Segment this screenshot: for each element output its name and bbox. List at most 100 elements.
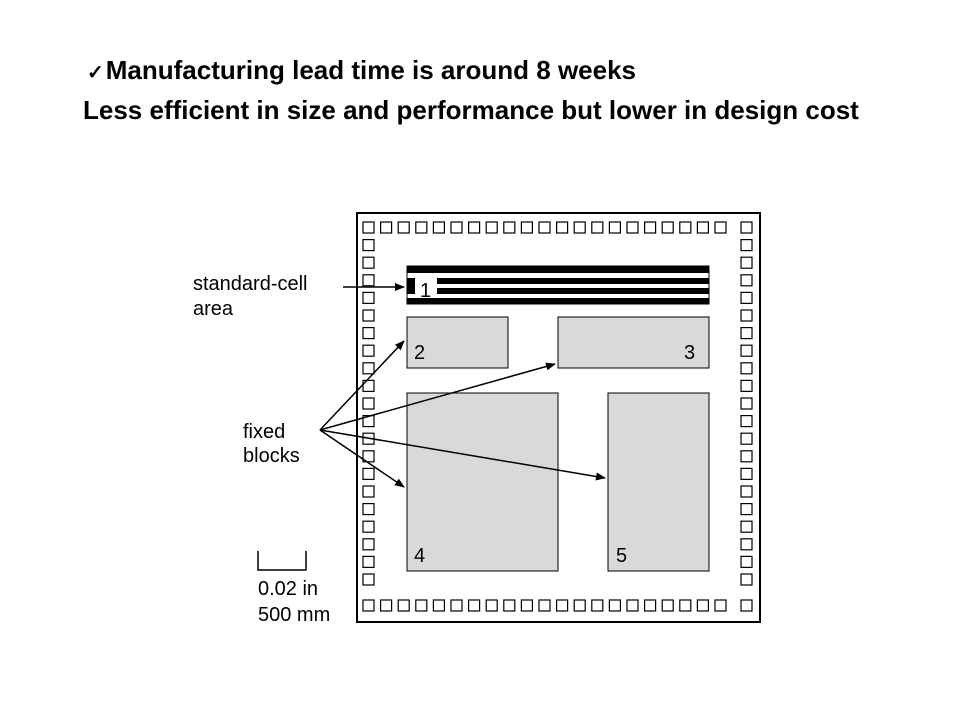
io-pad-left bbox=[362, 327, 375, 340]
io-pad-left bbox=[362, 379, 375, 392]
io-pad-bottom bbox=[503, 599, 516, 612]
io-pad-right bbox=[740, 467, 753, 480]
check-icon: ✓ bbox=[87, 62, 104, 84]
arrow-to-block-2 bbox=[319, 340, 405, 431]
io-pad-right bbox=[740, 520, 753, 533]
io-pad-right bbox=[740, 239, 753, 252]
io-pad-left bbox=[362, 538, 375, 551]
io-pad-left bbox=[362, 573, 375, 586]
fixed-block-4: 4 bbox=[406, 392, 559, 572]
bullet-line-1: ✓Manufacturing lead time is around 8 wee… bbox=[83, 52, 943, 92]
io-pads bbox=[362, 221, 753, 612]
io-pad-right bbox=[740, 397, 753, 410]
io-pad-bottom bbox=[450, 599, 463, 612]
io-pad-right bbox=[740, 291, 753, 304]
io-pad-right bbox=[740, 432, 753, 445]
bullet-line-2: Less efficient in size and performance b… bbox=[83, 95, 859, 125]
io-pad-bottom bbox=[679, 599, 692, 612]
io-pad-bottom bbox=[555, 599, 569, 612]
io-pad-right bbox=[740, 485, 753, 498]
io-pad-right bbox=[740, 573, 753, 586]
io-pad-top bbox=[661, 221, 674, 234]
io-pad-left bbox=[362, 309, 375, 322]
io-pad-left bbox=[362, 450, 375, 463]
io-pad-bottom bbox=[643, 599, 657, 612]
block-label-1: 1 bbox=[420, 280, 431, 302]
io-pad-bottom bbox=[485, 599, 498, 612]
io-pad-corner bbox=[740, 221, 753, 234]
block-label-4: 4 bbox=[414, 545, 425, 567]
io-pad-right bbox=[740, 555, 753, 569]
io-pad-left bbox=[362, 467, 375, 480]
io-pad-left bbox=[362, 239, 375, 252]
io-pad-left bbox=[362, 344, 375, 357]
io-pad-right bbox=[740, 450, 753, 463]
io-pad-left bbox=[362, 291, 375, 304]
io-pad-right bbox=[740, 538, 753, 551]
io-pad-top bbox=[696, 221, 710, 234]
io-pad-top bbox=[468, 221, 481, 234]
io-pad-bottom bbox=[397, 599, 410, 612]
io-pad-top bbox=[432, 221, 445, 234]
fixed-block-5: 5 bbox=[607, 392, 710, 572]
io-pad-bottom bbox=[661, 599, 674, 612]
io-pad-left bbox=[362, 397, 375, 410]
io-pad-corner bbox=[362, 599, 375, 612]
io-pad-top bbox=[608, 221, 622, 234]
io-pad-right bbox=[740, 362, 753, 375]
io-pad-right bbox=[740, 503, 753, 516]
io-pad-top bbox=[591, 221, 604, 234]
fixed-block-3: 3 bbox=[557, 316, 710, 369]
io-pad-left bbox=[362, 555, 375, 569]
io-pad-top bbox=[380, 221, 393, 234]
io-pad-bottom bbox=[380, 599, 393, 612]
io-pad-top bbox=[679, 221, 692, 234]
io-pad-right bbox=[740, 344, 753, 357]
io-pad-bottom bbox=[468, 599, 481, 612]
io-pad-bottom bbox=[608, 599, 622, 612]
io-pad-corner bbox=[362, 221, 375, 234]
io-pad-bottom bbox=[591, 599, 604, 612]
fixed-block-2: 2 bbox=[406, 316, 509, 369]
io-pad-right bbox=[740, 415, 753, 428]
io-pad-bottom bbox=[573, 599, 586, 612]
io-pad-top bbox=[503, 221, 516, 234]
io-pad-top bbox=[415, 221, 428, 234]
io-pad-bottom bbox=[415, 599, 428, 612]
io-pad-left bbox=[362, 256, 375, 269]
io-pad-top bbox=[573, 221, 586, 234]
io-pad-left bbox=[362, 362, 375, 375]
io-pad-right bbox=[740, 274, 753, 287]
io-pad-bottom bbox=[626, 599, 639, 612]
block-label-3: 3 bbox=[684, 342, 695, 364]
io-pad-top bbox=[538, 221, 551, 234]
io-pad-top bbox=[397, 221, 410, 234]
io-pad-left bbox=[362, 520, 375, 533]
io-pad-right bbox=[740, 309, 753, 322]
io-pad-top bbox=[626, 221, 639, 234]
io-pad-left bbox=[362, 503, 375, 516]
io-pad-right bbox=[740, 256, 753, 269]
io-pad-left bbox=[362, 485, 375, 498]
io-pad-left bbox=[362, 274, 375, 287]
io-pad-top bbox=[643, 221, 657, 234]
fixed-blocks-label: fixed blocks bbox=[243, 421, 300, 467]
io-pad-bottom bbox=[538, 599, 551, 612]
die-outline bbox=[356, 212, 761, 623]
io-pad-right bbox=[740, 327, 753, 340]
standard-cell-area: 1 bbox=[406, 265, 710, 305]
io-pad-bottom bbox=[520, 599, 534, 612]
io-pad-bottom bbox=[432, 599, 445, 612]
scale-label: 0.02 in 500 mm bbox=[258, 578, 330, 626]
io-pad-top bbox=[555, 221, 569, 234]
arrow-to-block-4 bbox=[319, 429, 405, 488]
standard-cell-label: standard-cell area bbox=[193, 273, 313, 320]
io-pad-bottom bbox=[696, 599, 710, 612]
scale-bar bbox=[257, 551, 307, 571]
arrow-to-block-5 bbox=[319, 429, 606, 481]
io-pad-corner bbox=[740, 599, 753, 612]
block-label-2: 2 bbox=[414, 342, 425, 364]
block-label-5: 5 bbox=[616, 545, 627, 567]
io-pad-right bbox=[740, 379, 753, 392]
